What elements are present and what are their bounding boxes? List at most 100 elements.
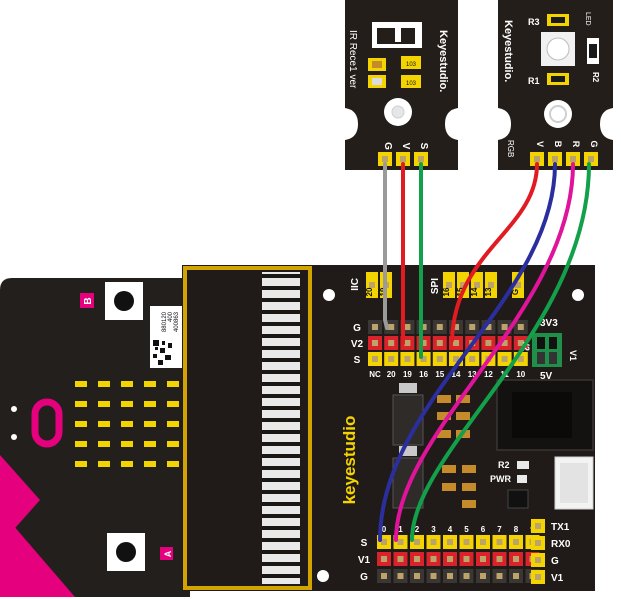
led [121,421,133,427]
bottom-pin [459,535,474,549]
led [75,421,87,427]
rgb-pin-label: B [553,141,563,148]
button-a-marker-icon [160,547,173,560]
led [75,441,87,447]
smd-ic [507,489,529,509]
dc-power-jack [496,379,594,451]
jumper-5v-label: 5V [540,371,553,382]
header-pin [416,352,431,366]
bottom-row-label: S [361,538,368,549]
button-b-marker-icon [80,293,94,308]
rgb-r3-label: R3 [528,17,540,27]
led [144,441,156,447]
rgb-brand: Keyestudio. [502,20,514,82]
bottom-pin [492,569,507,583]
rgb-pin-label: R [571,141,581,148]
led [75,381,87,387]
bottom-pin [476,552,490,566]
bottom-number: 2 [415,525,420,534]
pwr-label: PWR [490,474,511,484]
microbit-logo-triangle [0,510,75,597]
rgb-r1-label: R1 [528,76,540,86]
jumper-3v3-label: 3V3 [540,318,558,329]
wire-rgb-red [394,162,575,542]
bottom-pin [410,569,424,583]
bottom-pin [393,569,408,583]
serial-pin [531,553,545,567]
led [121,461,133,467]
bottom-row-label: V1 [358,555,371,566]
r2-resistor [517,461,529,469]
row-label: V2 [351,339,364,350]
button-a-label: A [163,550,173,557]
bottom-number: 6 [481,525,486,534]
rgb-pin [548,152,562,166]
shield-brand: keyestudio [340,416,359,505]
serial-pin-label: RX0 [551,539,571,550]
rgb-led-label: LED [584,12,591,26]
rgb-pin [566,152,580,166]
header-pin [384,336,399,350]
wire-rgb-green [410,162,591,542]
rgb-led-icon [544,100,572,128]
ir-brand: Keyestudio. [437,30,449,92]
header-pin [465,352,480,366]
spi-label: SPI [430,278,441,294]
microbit-speaker-dot [11,434,17,440]
serial-pin [531,519,545,533]
led [98,381,110,387]
bottom-pin [377,569,391,583]
bottom-pin [476,569,490,583]
header-pin [432,336,447,350]
led [98,441,110,447]
bottom-pin [443,569,457,583]
mounting-hole [323,289,335,301]
gpio-number: NC [369,370,381,379]
led [75,401,87,407]
led [167,421,179,427]
spi-pin [485,272,497,298]
ir-pin [396,152,410,166]
power-jumper[interactable] [532,333,562,367]
button-b[interactable] [105,282,143,320]
bottom-number: 5 [464,525,469,534]
header-pin [432,352,447,366]
bottom-pin [410,552,424,566]
header-pin [432,320,447,334]
ir-smd-part [401,75,421,88]
header-pin [416,336,431,350]
jumper-v1-label: V1 [568,350,578,361]
wire-rgb-blue [378,162,557,542]
bottom-pin [509,569,523,583]
led [167,441,179,447]
microbit-board: B A 400863 400 880120 [0,278,190,597]
led [144,421,156,427]
bottom-pin [426,569,441,583]
rgb-pin [584,152,598,166]
ir-pin-label: V [400,143,411,150]
bottom-pin [426,535,441,549]
rgb-pin [530,152,544,166]
button-a[interactable] [107,533,145,571]
bottom-number: 1 [398,525,403,534]
gpio-number: 10 [516,370,525,379]
led [167,381,179,387]
led [167,401,179,407]
bottom-pin [492,535,507,549]
iic-pin-label: 20 [365,287,374,296]
wire-ir-gnd [383,162,389,330]
jst-connector [554,456,594,510]
led [98,401,110,407]
mounting-hole [572,289,584,301]
serial-pin-label: TX1 [551,522,570,533]
header-pin [368,352,382,366]
led [121,381,133,387]
bottom-number: 8 [514,525,519,534]
led [121,401,133,407]
serial-pin [531,570,545,584]
led [98,421,110,427]
